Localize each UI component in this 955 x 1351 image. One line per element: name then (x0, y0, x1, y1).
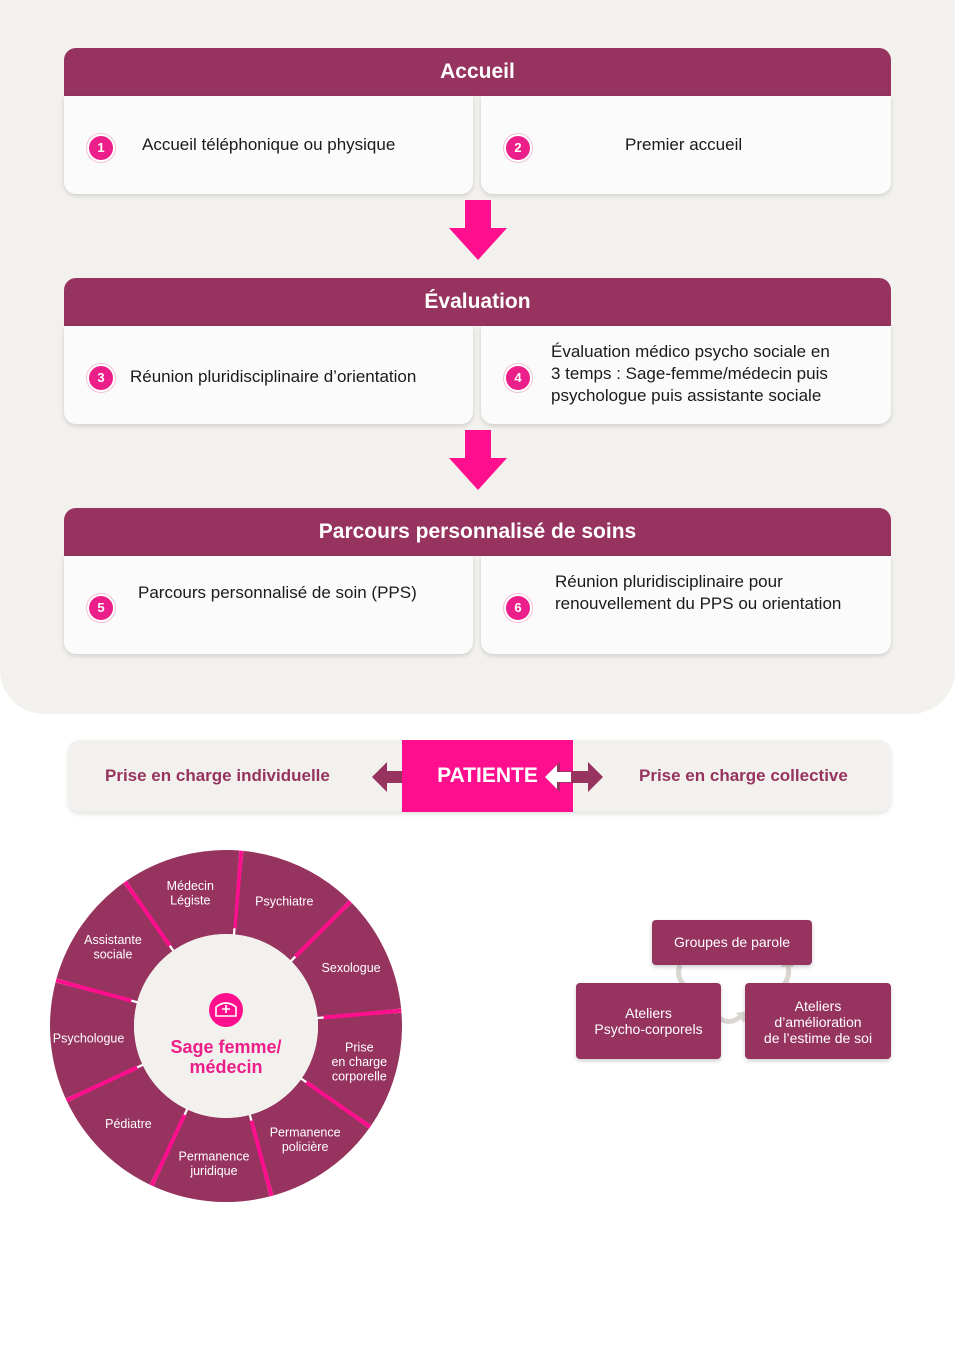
wheel-segment (235, 850, 349, 961)
step-text: Parcours personnalisé de soin (PPS) (138, 583, 417, 602)
wheel-segment-label: Pédiatre (105, 1117, 152, 1131)
group-label: Groupes de parole (674, 934, 790, 950)
double-arrow-right-icon (545, 762, 603, 792)
wheel-segment (126, 850, 240, 951)
collective-care-label: Prise en charge collective (639, 766, 848, 785)
wheel-divider (232, 850, 244, 929)
wheel-segment (301, 1012, 402, 1126)
wheel-segment (153, 1109, 270, 1202)
wheel-divider (249, 1120, 274, 1197)
section-title: Parcours personnalisé de soins (64, 508, 891, 556)
step-text: Réunion pluridisciplinaire pour renouvel… (555, 571, 841, 615)
patient-box: PATIENTE (402, 740, 573, 812)
step-number-badge: 4 (504, 364, 532, 392)
text-line: Évaluation médico psycho sociale en (551, 342, 830, 361)
group-psycho-box: Ateliers Psycho-corporels (576, 983, 721, 1059)
wheel-segment-label: Psychiatre (255, 894, 313, 908)
wheel-divider (293, 900, 352, 959)
group-label: Ateliers (625, 1005, 672, 1021)
step-number-badge: 2 (504, 134, 532, 162)
step-card-5: 5 Parcours personnalisé de soin (PPS) (64, 556, 473, 654)
wheel-divider (305, 1080, 372, 1129)
arrow-down-icon (449, 430, 507, 490)
step-card-4: 4 Évaluation médico psycho sociale en 3 … (481, 326, 891, 424)
individual-care-label: Prise en charge individuelle (105, 766, 330, 785)
nurse-cap-icon (209, 993, 243, 1027)
step-text: Réunion pluridisciplinaire d’orientation (130, 367, 417, 386)
group-label: Psycho-corporels (594, 1021, 703, 1037)
wheel-divider (149, 1113, 187, 1187)
step-text: Accueil téléphonique ou physique (142, 135, 396, 154)
care-wheel: Sage femme/ médecin PsychiatreSexologueP… (50, 850, 402, 1202)
step-card-2: 2 Premier accueil (481, 96, 891, 194)
text-line: psychologue puis assistante sociale (551, 386, 822, 405)
arrow-down-icon (449, 200, 507, 260)
group-label: d’amélioration (774, 1014, 862, 1030)
step-text: Premier accueil (625, 135, 743, 154)
text-line: renouvellement du PPS ou orientation (555, 594, 842, 613)
group-esteem-box: Ateliers d’amélioration de l’estime de s… (745, 983, 891, 1059)
step-card-1: 1 Accueil téléphonique ou physique (64, 96, 473, 194)
center-label-line: Sage femme/ (170, 1037, 281, 1057)
step-number-badge: 6 (504, 594, 532, 622)
wheel-segment (56, 883, 173, 1002)
wheel-segment (67, 1065, 187, 1185)
step-number-badge: 5 (87, 594, 115, 622)
step-card-6: 6 Réunion pluridisciplinaire pour renouv… (481, 556, 891, 654)
group-label: Ateliers (794, 998, 842, 1014)
group-label: de l’estime de soi (763, 1030, 873, 1046)
step-text: Évaluation médico psycho sociale en 3 te… (551, 341, 830, 407)
step-card-3: 3 Réunion pluridisciplinaire d’orientati… (64, 326, 473, 424)
center-label-line: médecin (189, 1057, 262, 1077)
wheel-divider (55, 978, 132, 1003)
wheel-segment-label: Psychologue (53, 1032, 125, 1046)
wheel-divider (123, 880, 172, 947)
step-number-badge: 3 (87, 364, 115, 392)
group-speech-box: Groupes de parole (652, 920, 812, 965)
text-line: 3 temps : Sage-femme/médecin puis (551, 364, 828, 383)
wheel-divider (323, 1008, 402, 1020)
section-title: Évaluation (64, 278, 891, 326)
wheel-divider (65, 1065, 139, 1103)
wheel-segments (50, 850, 402, 1202)
wheel-segment (291, 903, 402, 1017)
text-line: Réunion pluridisciplinaire pour (555, 572, 783, 591)
wheel-segment (50, 982, 143, 1099)
step-number-badge: 1 (87, 134, 115, 162)
section-title: Accueil (64, 48, 891, 96)
wheel-segment-label: Sexologue (322, 961, 381, 975)
wheel-segment (250, 1079, 369, 1196)
